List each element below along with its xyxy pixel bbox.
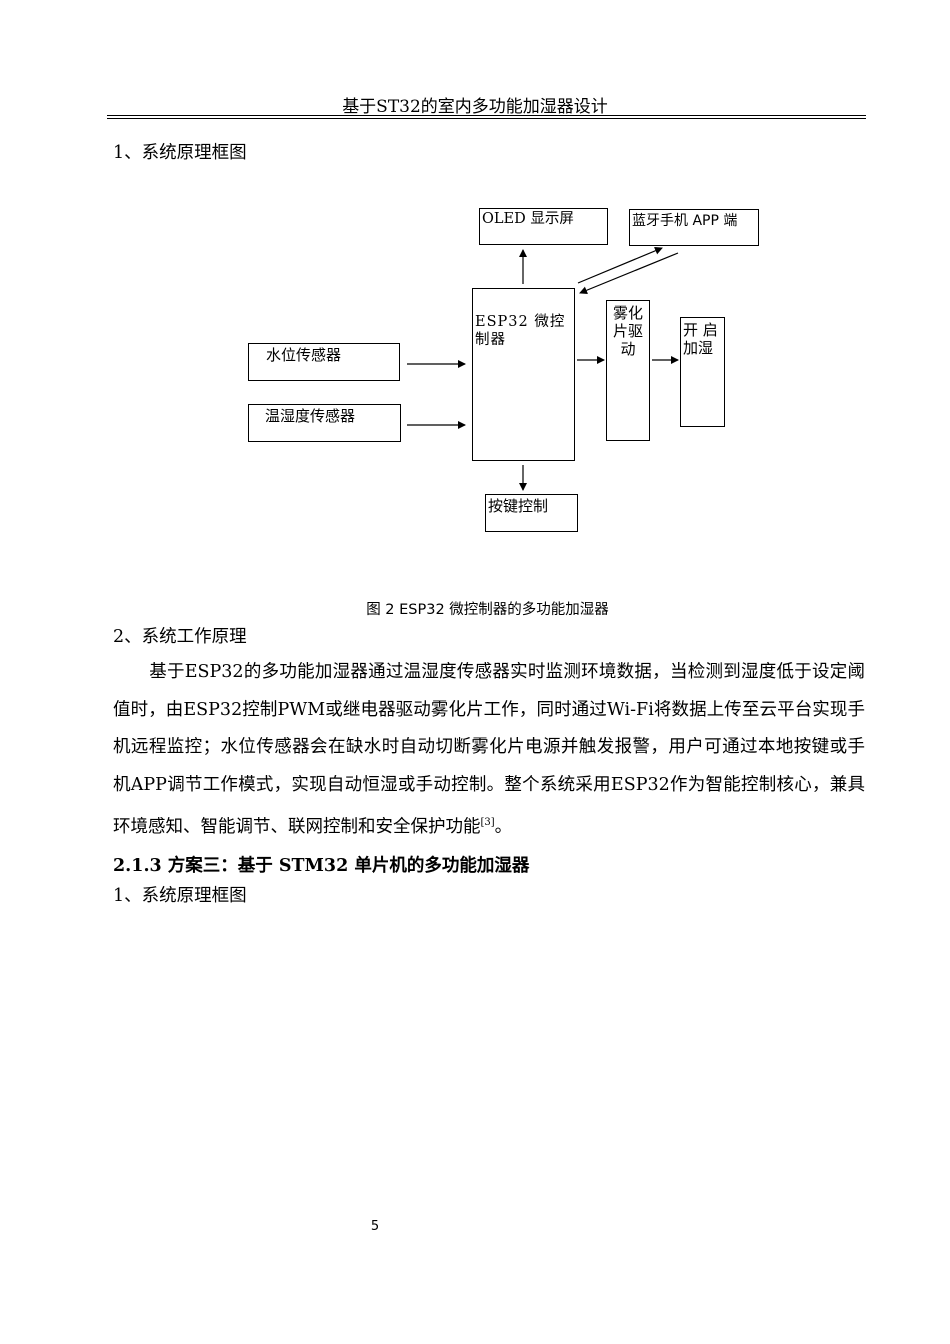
figure-caption: 图 2 ESP32 微控制器的多功能加湿器 bbox=[366, 602, 609, 618]
header-rule-thin bbox=[107, 118, 866, 119]
section-heading-block-diagram-2: 1、系统原理框图 bbox=[113, 886, 247, 906]
arrow-bluetooth-to-mcu bbox=[579, 252, 679, 295]
oled-display-box: OLED 显示屏 bbox=[479, 208, 608, 245]
section-heading-block-diagram: 1、系统原理框图 bbox=[113, 143, 247, 163]
body-paragraph: 基于ESP32的多功能加湿器通过温湿度传感器实时监测环境数据，当检测到湿度低于设… bbox=[113, 654, 865, 846]
atomizer-driver-box: 雾化片驱动 bbox=[606, 300, 650, 441]
page-number: 5 bbox=[370, 1219, 380, 1234]
paragraph-end: 。 bbox=[494, 816, 513, 837]
header-rule bbox=[107, 115, 866, 116]
esp32-mcu-box: ESP32 微控制器 bbox=[472, 288, 575, 461]
key-control-box: 按键控制 bbox=[485, 494, 578, 532]
temp-humidity-sensor-box: 温湿度传感器 bbox=[248, 404, 401, 442]
water-level-sensor-box: 水位传感器 bbox=[248, 343, 400, 381]
running-header: 基于ST32的室内多功能加湿器设计 bbox=[342, 97, 608, 117]
citation: [3] bbox=[480, 817, 495, 828]
subsection-heading: 2.1.3 方案三：基于 STM32 单片机的多功能加湿器 bbox=[113, 856, 530, 876]
arrow-mcu-to-bluetooth bbox=[577, 247, 663, 284]
paragraph-text: 基于ESP32的多功能加湿器通过温湿度传感器实时监测环境数据，当检测到湿度低于设… bbox=[113, 662, 865, 837]
section-heading-working-principle: 2、系统工作原理 bbox=[113, 627, 247, 647]
start-humidify-box: 开 启加湿 bbox=[680, 317, 725, 427]
bluetooth-app-box: 蓝牙手机 APP 端 bbox=[629, 209, 759, 246]
